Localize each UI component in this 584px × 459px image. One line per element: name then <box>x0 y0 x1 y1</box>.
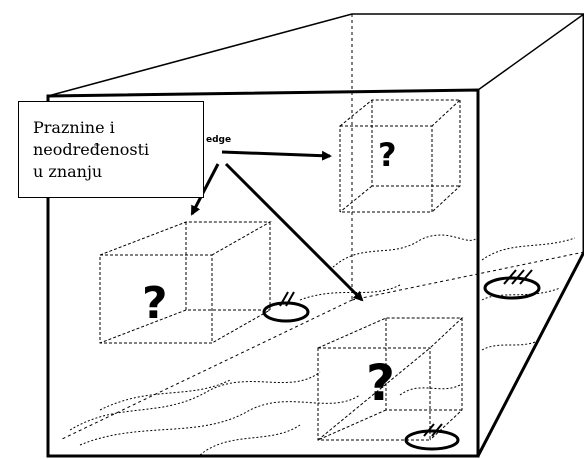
unknown-cube-lower <box>317 317 464 441</box>
arrow-to-upper-cube <box>221 150 332 161</box>
arrows <box>190 150 364 302</box>
question-mark-upper: ? <box>378 136 397 174</box>
arrow-label-fragment: edge <box>206 135 231 145</box>
label-line-1: Praznine i <box>33 118 115 137</box>
cube-back-edges <box>59 14 584 441</box>
label-line-3: u znanju <box>33 162 103 181</box>
label-line-2: neodređenosti <box>33 140 150 159</box>
coil-icon <box>404 423 460 451</box>
unknown-cube-left <box>99 221 272 344</box>
cube-top-face <box>47 13 584 97</box>
arrow-to-left-cube <box>190 163 220 216</box>
cube-right-side <box>476 14 584 457</box>
coil-icon <box>262 291 310 323</box>
question-mark-lower: ? <box>366 354 395 412</box>
question-mark-left: ? <box>142 278 168 329</box>
outer-cube <box>46 13 584 458</box>
knowledge-gaps-label: Praznine i neodređenosti u znanju <box>18 101 204 198</box>
unknown-cube-upper <box>339 99 462 213</box>
terrain-lines <box>69 234 576 456</box>
coil-icon <box>483 269 541 300</box>
arrow-to-lower-cube <box>224 162 364 302</box>
